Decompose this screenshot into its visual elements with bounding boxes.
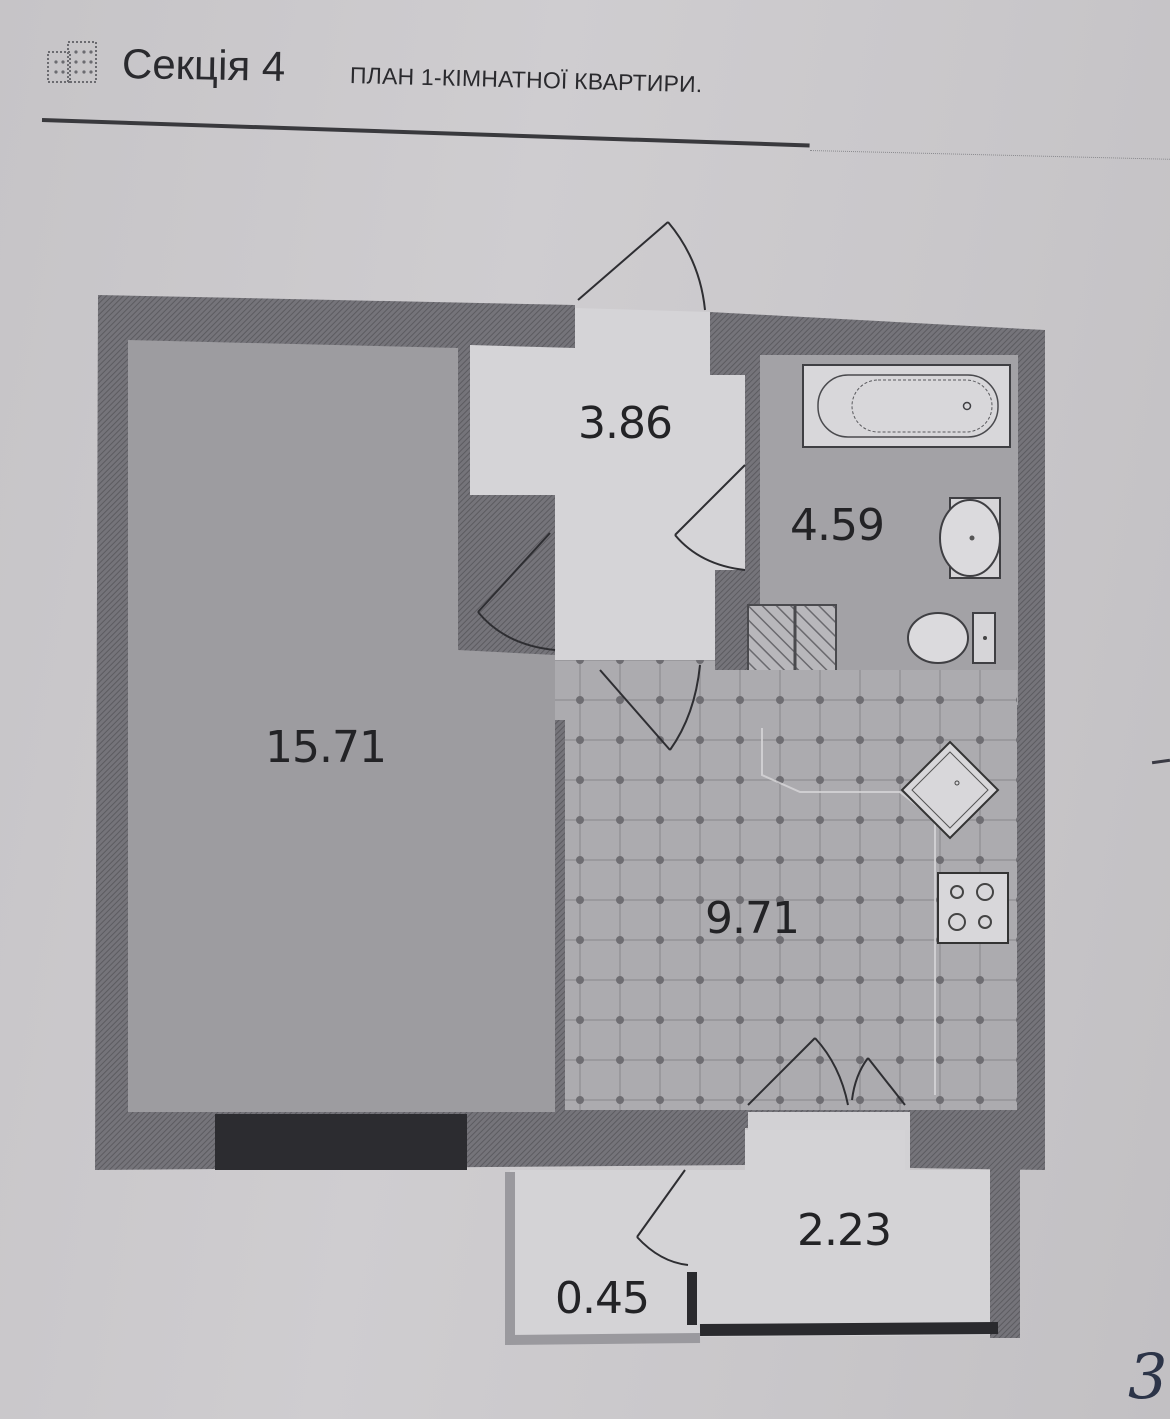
plan-header: Секція 4 ПЛАН 1-КІМНАТНОЇ КВАРТИРИ.: [0, 0, 1170, 170]
area-living-room: 15.71: [265, 722, 387, 773]
toilet-icon: [907, 612, 996, 664]
living-room-window: [215, 1114, 467, 1170]
bathtub-icon: [802, 364, 1011, 448]
room-hallway: [470, 308, 745, 665]
area-balcony: 2.23: [797, 1205, 892, 1256]
area-bathroom: 4.59: [790, 500, 885, 551]
stove-icon: [937, 872, 1009, 944]
door-swings: [477, 221, 906, 1266]
building-grid-icon: [47, 41, 97, 83]
area-kitchen: 9.71: [705, 893, 800, 944]
kitchen-sink-icon: [900, 740, 1000, 840]
room-balcony: [505, 1130, 1020, 1346]
area-balcony-nook: 0.45: [555, 1273, 650, 1324]
area-hallway: 3.86: [578, 398, 673, 449]
room-living: [128, 340, 555, 1112]
page-number: 3: [1128, 1340, 1168, 1413]
washbasin-icon: [939, 497, 1001, 579]
